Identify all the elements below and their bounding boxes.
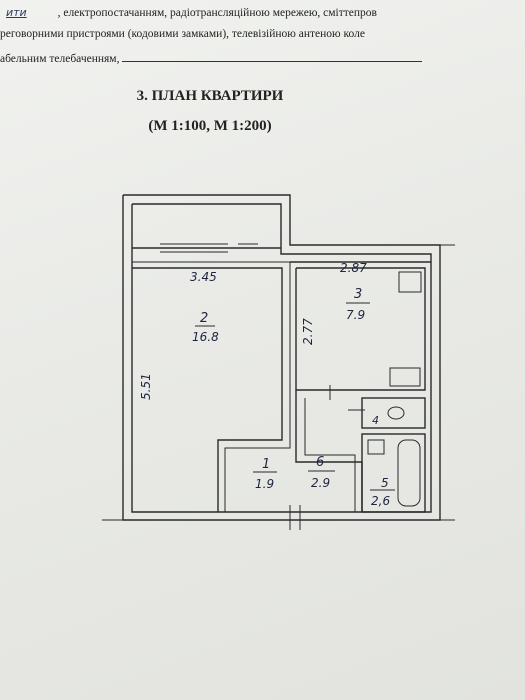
- room-2-area: 16.8: [192, 330, 219, 344]
- room-5-number: 5: [381, 476, 389, 490]
- room-3-wall-b: [295, 267, 426, 391]
- room-3-number: 3: [354, 287, 362, 302]
- sink: [389, 367, 421, 387]
- room-3-length: 2.77: [301, 318, 315, 345]
- stove: [398, 271, 422, 293]
- room-5-area: 2,6: [371, 494, 390, 508]
- room-1-number: 1: [262, 457, 270, 472]
- bathtub: [397, 439, 421, 507]
- toilet-fixture: [387, 406, 405, 420]
- outer-wall-inner-line: [131, 203, 432, 513]
- header-line-3: абельним телебаченням,: [0, 51, 525, 65]
- plan-title: 3. ПЛАН КВАРТИРИ: [136, 88, 284, 104]
- room-6-area: 2.9: [311, 476, 330, 490]
- room-4-number: 4: [372, 414, 379, 427]
- room-2-width: 3.45: [190, 270, 217, 284]
- room-2-number: 2: [200, 311, 208, 326]
- room-1-area: 1.9: [255, 477, 274, 491]
- room-3-width: 2.87: [340, 261, 367, 275]
- room-3-area: 7.9: [346, 308, 365, 322]
- header-line-2: реговорними пристроями (кодовими замками…: [0, 28, 525, 40]
- header-line-1-text: , електропостачанням, радіотрансляційною…: [57, 7, 377, 19]
- toilet-room: [361, 397, 426, 429]
- plan-scale: (М 1:100, М 1:200): [148, 118, 272, 134]
- corridor-wall-b: [304, 398, 356, 512]
- washbasin: [367, 439, 385, 455]
- room-2-length: 5.51: [139, 373, 153, 400]
- bath-room: [361, 433, 426, 513]
- corridor-wall: [295, 390, 363, 512]
- room-2-wall: [132, 267, 283, 512]
- header-line-3-text: абельним телебаченням,: [0, 53, 120, 65]
- room-2-wall-b: [132, 261, 291, 512]
- header-line-2-text: реговорними пристроями (кодовими замками…: [0, 28, 365, 40]
- handwritten-entry: ити: [6, 6, 27, 19]
- header-line-1: ити , електропостачанням, радіотрансляці…: [0, 6, 525, 19]
- blank-underline: [122, 51, 423, 62]
- room-6-number: 6: [316, 455, 324, 470]
